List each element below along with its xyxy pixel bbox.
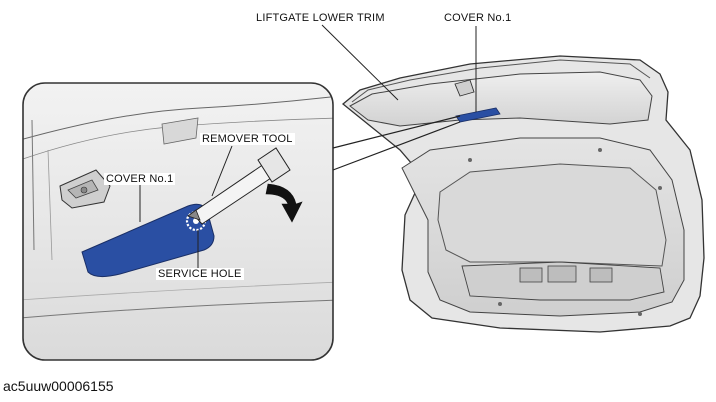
label-cover-main: COVER No.1 [444,12,512,24]
top-bracket [454,79,475,97]
clip-hole [498,302,502,306]
label-remover-tool: REMOVER TOOL [200,133,295,145]
clip-hole [468,158,472,162]
remover-tool-tip [187,209,201,221]
cover-no1-main [455,107,501,123]
latch-block [589,267,613,283]
rotation-arrow-icon [265,183,303,223]
remover-tool [187,147,291,225]
liftgate-glass [437,163,667,267]
liftgate-illustration [341,55,705,333]
detail-connector-lower [332,121,461,171]
figure-id: ac5uuw00006155 [3,378,114,394]
remover-tool-handle [257,147,291,183]
clip-hole [658,186,662,190]
detail-lower-edge-2 [23,281,333,301]
label-liftgate-lower-trim: LIFTGATE LOWER TRIM [256,12,385,24]
detail-upper-lip [23,95,333,141]
leader-liftgate-lower-trim [321,24,399,101]
detail-lower-edge [23,299,333,319]
detail-bracket-bolt [80,186,88,194]
detail-left-edge-2 [47,149,53,261]
latch-block [547,265,577,283]
cover-no1-detail [81,203,215,278]
detail-view [22,82,334,361]
clip-hole [638,312,642,316]
detail-left-edge [31,119,35,251]
latch-block [519,267,543,283]
label-service-hole: SERVICE HOLE [156,268,244,280]
clip-hole [598,148,602,152]
detail-connector-upper [332,115,461,149]
label-cover-detail: COVER No.1 [104,173,176,185]
liftgate-lower-trim-panel [349,71,653,127]
detail-frame-border [22,82,334,361]
detail-recess [161,117,199,145]
liftgate-top-edge [351,59,651,103]
